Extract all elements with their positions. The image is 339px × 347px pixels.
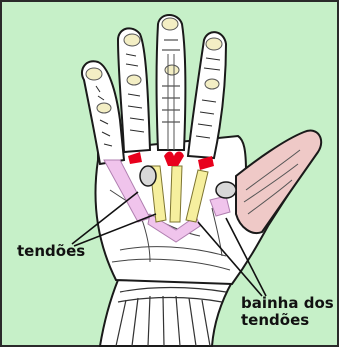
tendon-sheath-label-line2: tendões xyxy=(241,312,334,329)
tendon-sheath-label: bainha dos tendões xyxy=(241,295,334,329)
tendons-label: tendões xyxy=(17,243,85,260)
tendon-sheath-label-line1: bainha dos xyxy=(241,295,334,312)
